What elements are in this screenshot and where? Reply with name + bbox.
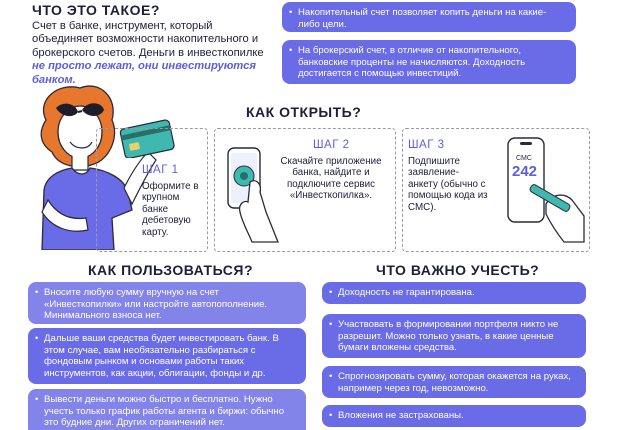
what-is-accent: не просто лежат, они инвестируются банко… (32, 60, 256, 86)
use-item-2: Дальше ваши средства будет инвестировать… (28, 328, 306, 384)
credit-card-icon (119, 119, 175, 158)
what-is-heading: ЧТО ЭТО ТАКОЕ? (32, 2, 160, 18)
important-item-4: Вложения не застрахованы. (322, 405, 586, 427)
how-to-open-heading: КАК ОТКРЫТЬ? (246, 104, 362, 120)
woman-illustration (40, 85, 157, 250)
what-is-body: Счет в банке, инструмент, который объеди… (32, 20, 264, 59)
step-3-label: ШАГ 3 (408, 139, 445, 151)
important-item-3: Спрогнозировать сумму, которая окажется … (322, 366, 586, 398)
use-item-3: Вывести деньги можно быстро и бесплатно.… (28, 389, 306, 430)
sms-label: СМС (516, 155, 532, 162)
important-item-1: Доходность не гарантирована. (322, 282, 586, 304)
step-3-text: Подпишите заявление-анкету (обычно с пом… (408, 156, 488, 213)
phone-hand-illustration (227, 147, 279, 243)
step-1-label: ШАГ 1 (142, 164, 179, 176)
step-3-box (402, 128, 590, 252)
what-is-text: Счет в банке, инструмент, который объеди… (32, 20, 270, 87)
step-2-label: ШАГ 2 (313, 139, 350, 151)
important-heading: ЧТО ВАЖНО УЧЕСТЬ? (376, 262, 540, 278)
step-1-box (96, 128, 208, 252)
top-note-1: Накопительный счет позволяет копить день… (282, 2, 576, 32)
important-item-2: Участвовать в формировании портфеля никт… (322, 314, 586, 358)
use-item-1: Вносите любую сумму вручную на счет «Инв… (28, 282, 306, 324)
sms-phone-illustration (507, 137, 585, 243)
step-2-box (214, 128, 396, 252)
sms-code: 242 (512, 163, 538, 180)
top-note-2: На брокерский счет, в отличие от накопит… (282, 40, 576, 84)
how-to-use-heading: КАК ПОЛЬЗОВАТЬСЯ? (88, 262, 254, 278)
step-1-text: Оформите в крупном банке дебетовую карту… (142, 181, 199, 238)
step-2-text: Скачайте приложение банка, найдите и под… (280, 156, 382, 202)
